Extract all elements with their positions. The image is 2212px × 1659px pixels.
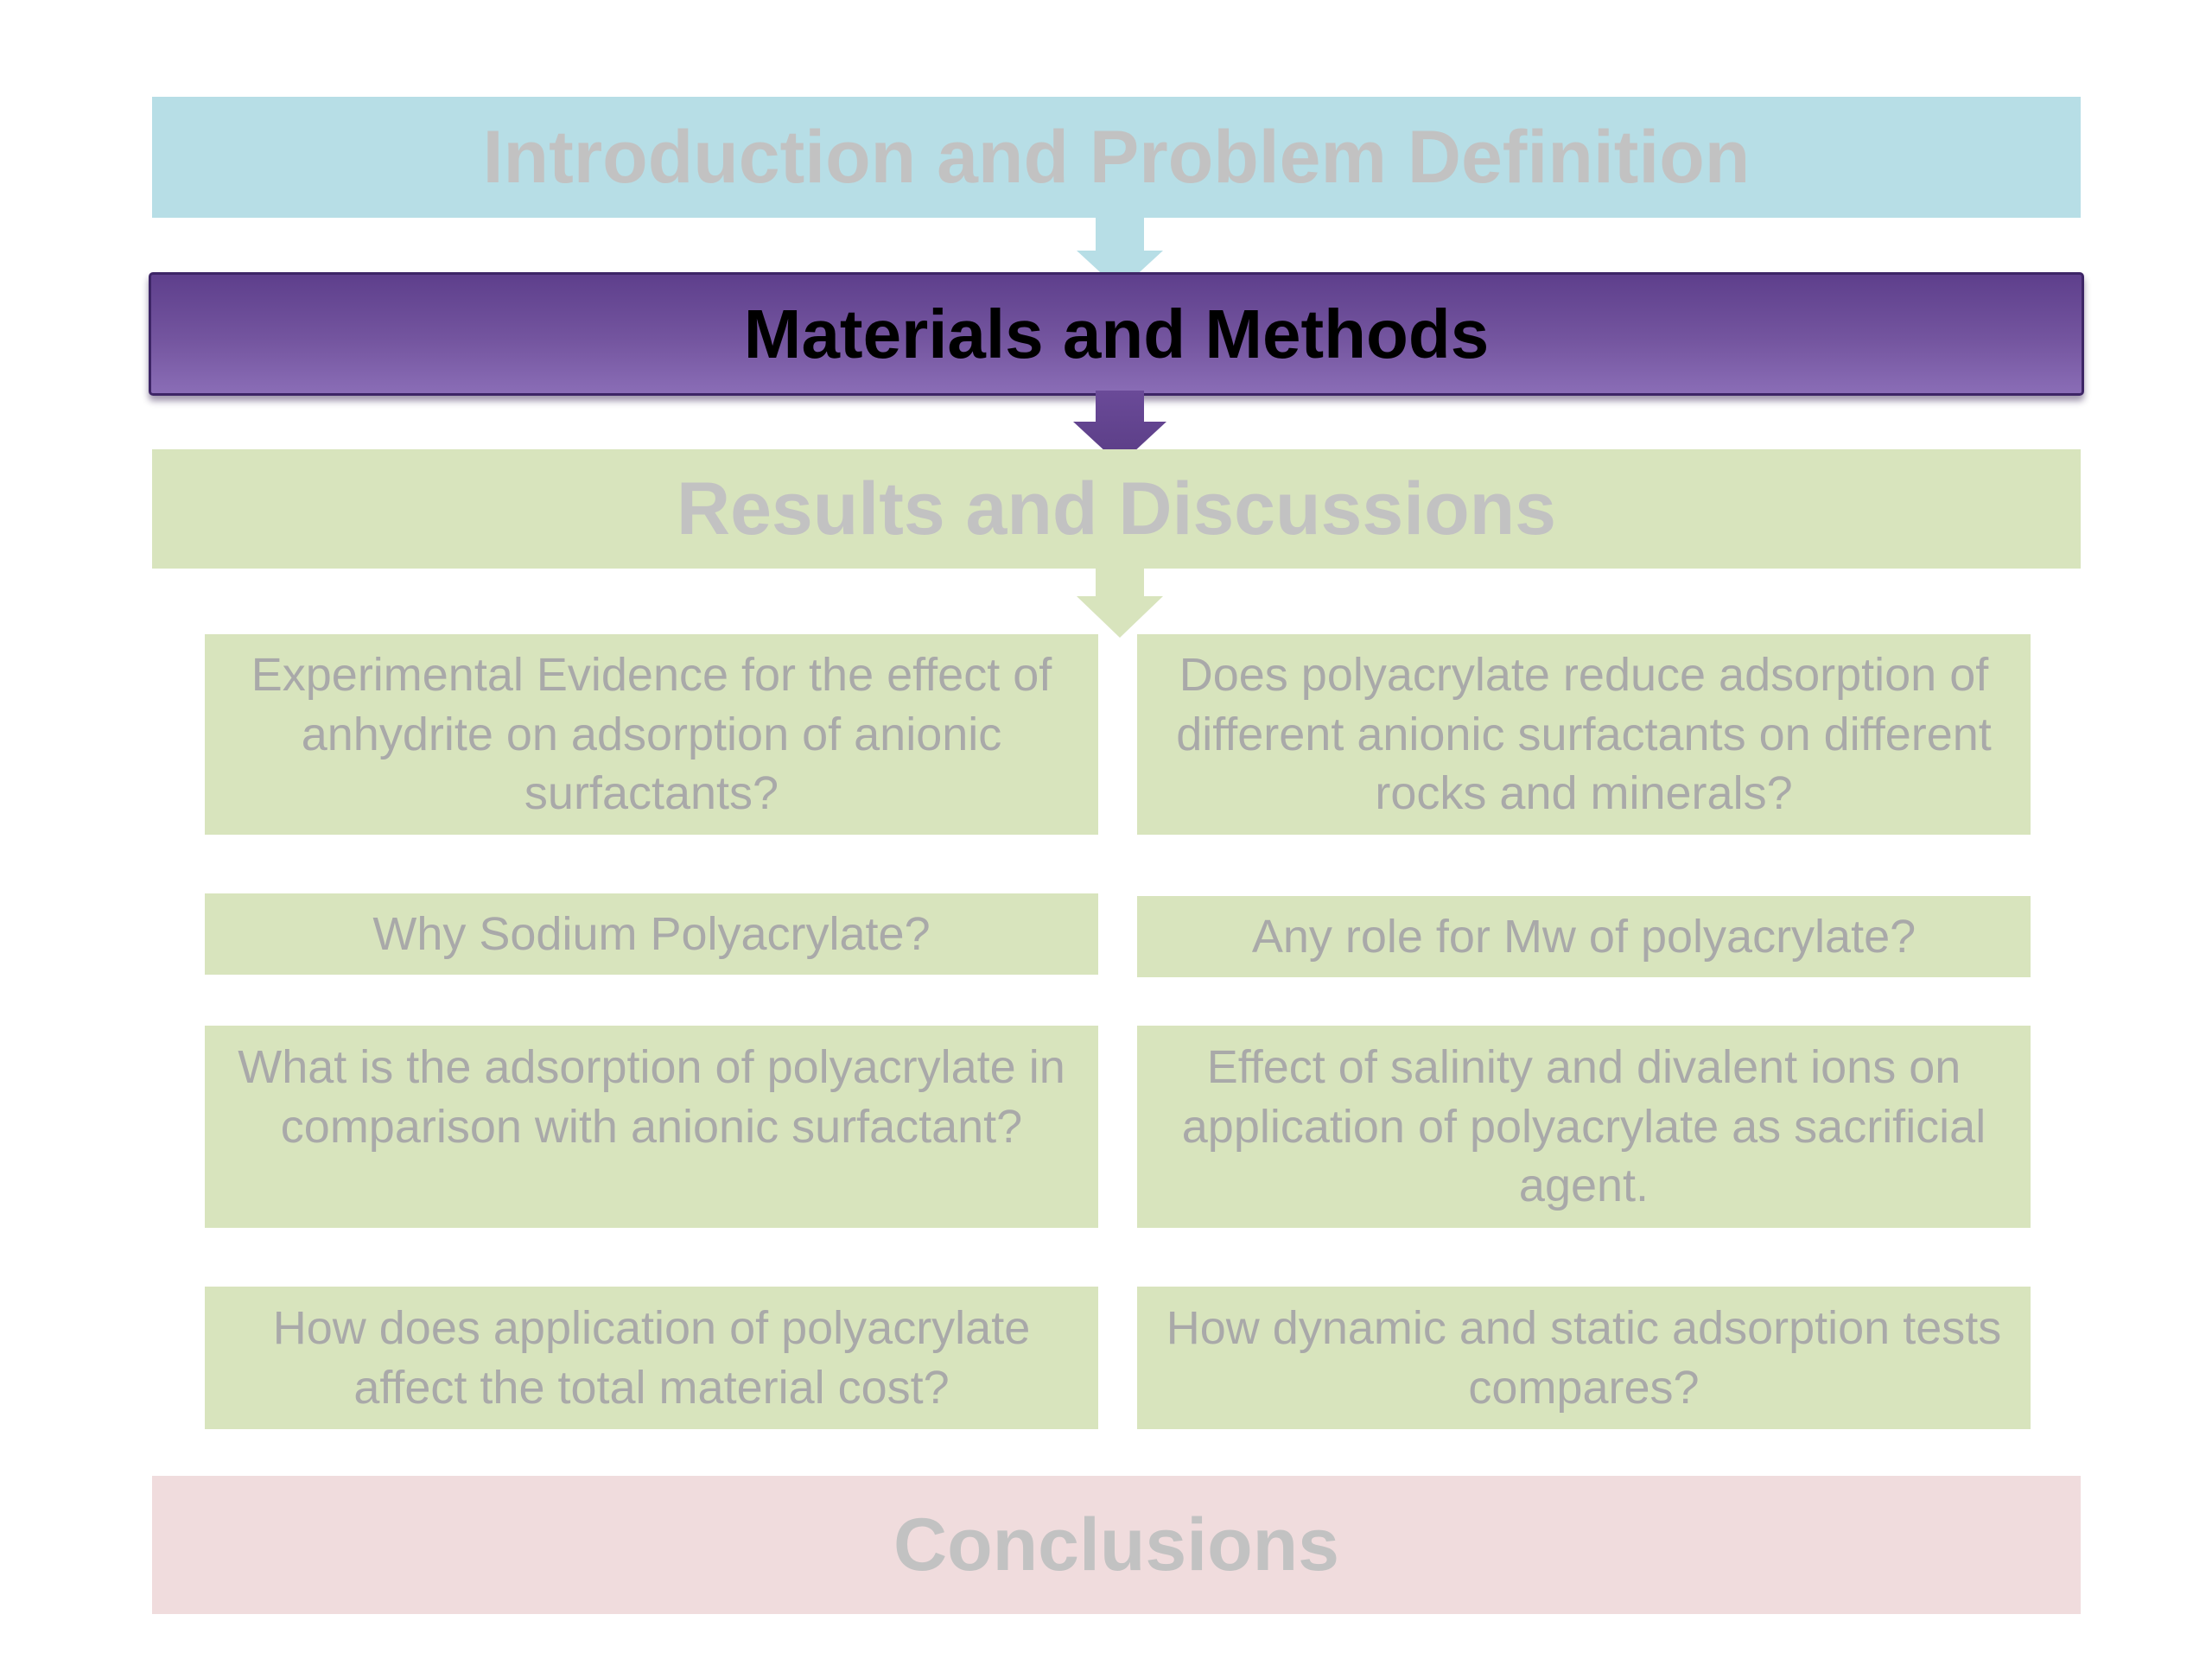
section-results-discussions: Results and Discussions [152,449,2081,569]
section-conclusions: Conclusions [152,1476,2081,1614]
question-dynamic-static-text: How dynamic and static adsorption tests … [1166,1301,2002,1414]
question-dynamic-static: How dynamic and static adsorption tests … [1137,1287,2031,1429]
question-mw-role-text: Any role for Mw of polyacrylate? [1251,910,1916,963]
section-introduction-label: Introduction and Problem Definition [482,115,1751,199]
section-results-discussions-label: Results and Discussions [677,467,1556,550]
question-salinity-effect-text: Effect of salinity and divalent ions on … [1181,1041,1986,1212]
question-adsorption-comparison: What is the adsorption of polyacrylate i… [205,1026,1098,1228]
question-material-cost-text: How does application of polyacrylate aff… [272,1301,1031,1414]
question-polyacrylate-reduce-text: Does polyacrylate reduce adsorption of d… [1176,649,1992,820]
section-introduction: Introduction and Problem Definition [152,97,2081,218]
arrow-down-icon [1077,567,1163,638]
question-polyacrylate-reduce: Does polyacrylate reduce adsorption of d… [1137,634,2031,835]
question-why-sodium-polyacrylate: Why Sodium Polyacrylate? [205,893,1098,975]
question-why-sodium-polyacrylate-text: Why Sodium Polyacrylate? [372,907,931,960]
section-materials-methods: Materials and Methods [149,272,2084,396]
arrow-down-icon [1077,216,1163,290]
question-material-cost: How does application of polyacrylate aff… [205,1287,1098,1429]
question-anhydrite-effect-text: Experimental Evidence for the effect of … [251,649,1052,820]
question-anhydrite-effect: Experimental Evidence for the effect of … [205,634,1098,835]
section-materials-methods-label: Materials and Methods [743,295,1490,372]
question-adsorption-comparison-text: What is the adsorption of polyacrylate i… [238,1041,1065,1153]
question-mw-role: Any role for Mw of polyacrylate? [1137,896,2031,977]
section-conclusions-label: Conclusions [893,1503,1340,1586]
question-salinity-effect: Effect of salinity and divalent ions on … [1137,1026,2031,1228]
arrow-down-icon [1073,391,1166,465]
